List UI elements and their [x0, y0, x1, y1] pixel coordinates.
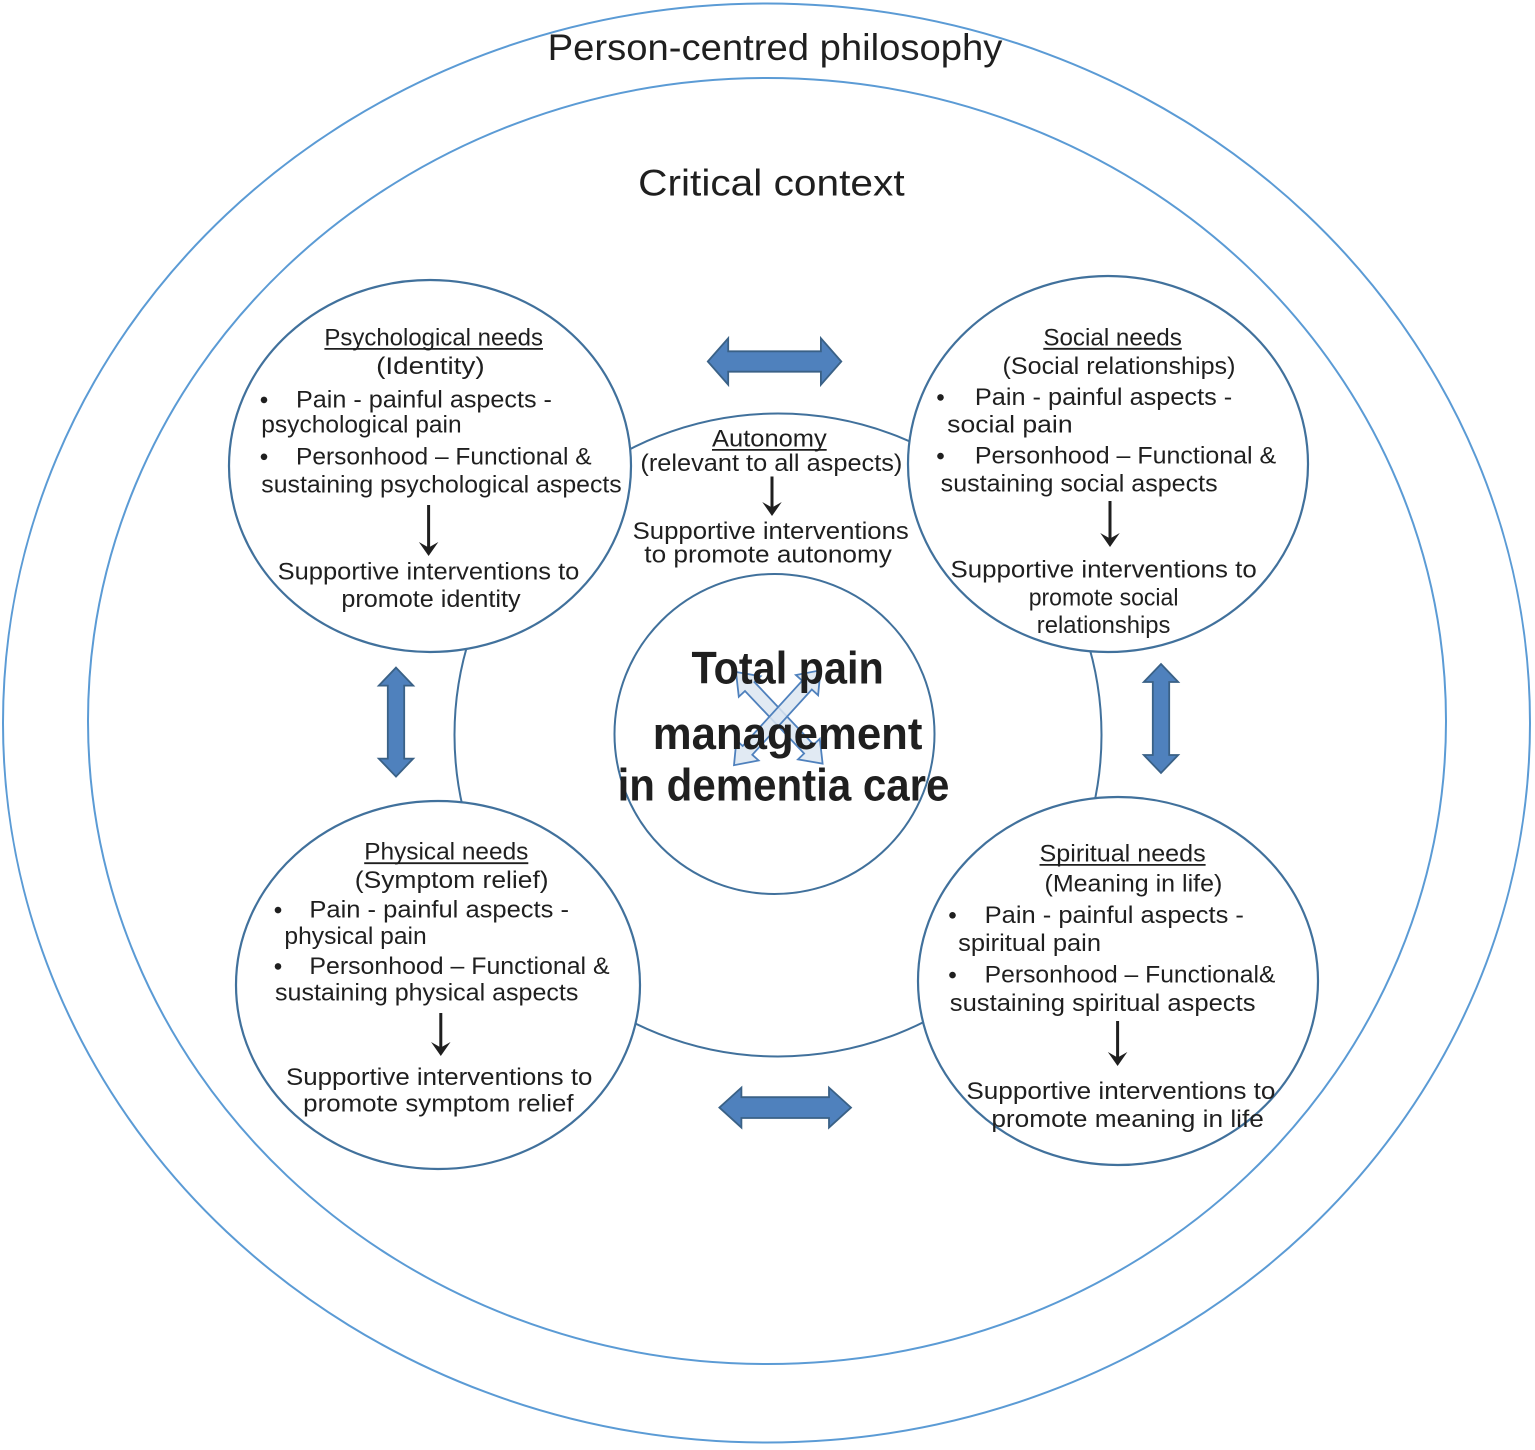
svg-text:Personhood – Functional&: Personhood – Functional& [985, 962, 1276, 989]
svg-text:promote meaning in life: promote meaning in life [991, 1106, 1264, 1133]
svg-text:(Social relationships): (Social relationships) [1003, 353, 1236, 380]
svg-text:Personhood – Functional &: Personhood – Functional & [309, 953, 609, 980]
svg-text:Pain - painful aspects -: Pain - painful aspects - [309, 897, 569, 924]
svg-text:promote social: promote social [1029, 584, 1179, 611]
svg-text:psychological pain: psychological pain [261, 412, 461, 439]
svg-text:sustaining spiritual aspects: sustaining spiritual aspects [950, 990, 1256, 1017]
svg-text:Supportive interventions to: Supportive interventions to [286, 1064, 592, 1091]
svg-text:spiritual pain: spiritual pain [958, 930, 1101, 957]
svg-text:Autonomy: Autonomy [712, 425, 827, 452]
svg-text:(Identity): (Identity) [376, 353, 485, 380]
svg-text:(Meaning in life): (Meaning in life) [1045, 870, 1223, 897]
svg-text:sustaining psychological aspec: sustaining psychological aspects [261, 472, 621, 499]
svg-text:(Symptom relief): (Symptom relief) [355, 867, 549, 894]
svg-text:Pain - painful aspects -: Pain - painful aspects - [985, 902, 1244, 929]
svg-text:sustaining physical aspects: sustaining physical aspects [275, 979, 578, 1006]
svg-text:Social needs: Social needs [1043, 324, 1182, 351]
svg-text:Person-centred philosophy: Person-centred philosophy [548, 27, 1003, 68]
svg-text:Psychological needs: Psychological needs [324, 324, 543, 351]
svg-text:Critical context: Critical context [638, 162, 905, 203]
svg-text:relationships: relationships [1037, 612, 1171, 639]
svg-text:Pain - painful aspects -: Pain - painful aspects - [975, 384, 1232, 411]
svg-text:Supportive interventions to: Supportive interventions to [278, 558, 580, 585]
svg-text:Supportive interventions to: Supportive interventions to [966, 1078, 1275, 1105]
svg-text:promote identity: promote identity [341, 586, 520, 613]
svg-text:Supportive interventions: Supportive interventions [633, 518, 909, 545]
svg-text:Spiritual needs: Spiritual needs [1040, 840, 1206, 867]
svg-text:in dementia care: in dementia care [618, 760, 950, 811]
svg-text:management: management [653, 708, 923, 759]
svg-text:Physical needs: Physical needs [364, 839, 528, 866]
svg-text:Personhood – Functional &: Personhood – Functional & [296, 443, 592, 470]
svg-text:Personhood – Functional &: Personhood – Functional & [975, 443, 1276, 470]
svg-text:(relevant to all aspects): (relevant to all aspects) [640, 450, 902, 477]
svg-text:promote symptom relief: promote symptom relief [303, 1090, 574, 1117]
svg-text:to promote autonomy: to promote autonomy [644, 541, 892, 568]
svg-text:Pain - painful aspects -: Pain - painful aspects - [296, 386, 552, 413]
svg-text:Total pain: Total pain [691, 642, 883, 693]
svg-text:social pain: social pain [947, 412, 1072, 439]
svg-text:sustaining social aspects: sustaining social aspects [941, 470, 1218, 497]
svg-text:Supportive interventions to: Supportive interventions to [951, 557, 1257, 584]
svg-text:physical pain: physical pain [284, 923, 426, 950]
